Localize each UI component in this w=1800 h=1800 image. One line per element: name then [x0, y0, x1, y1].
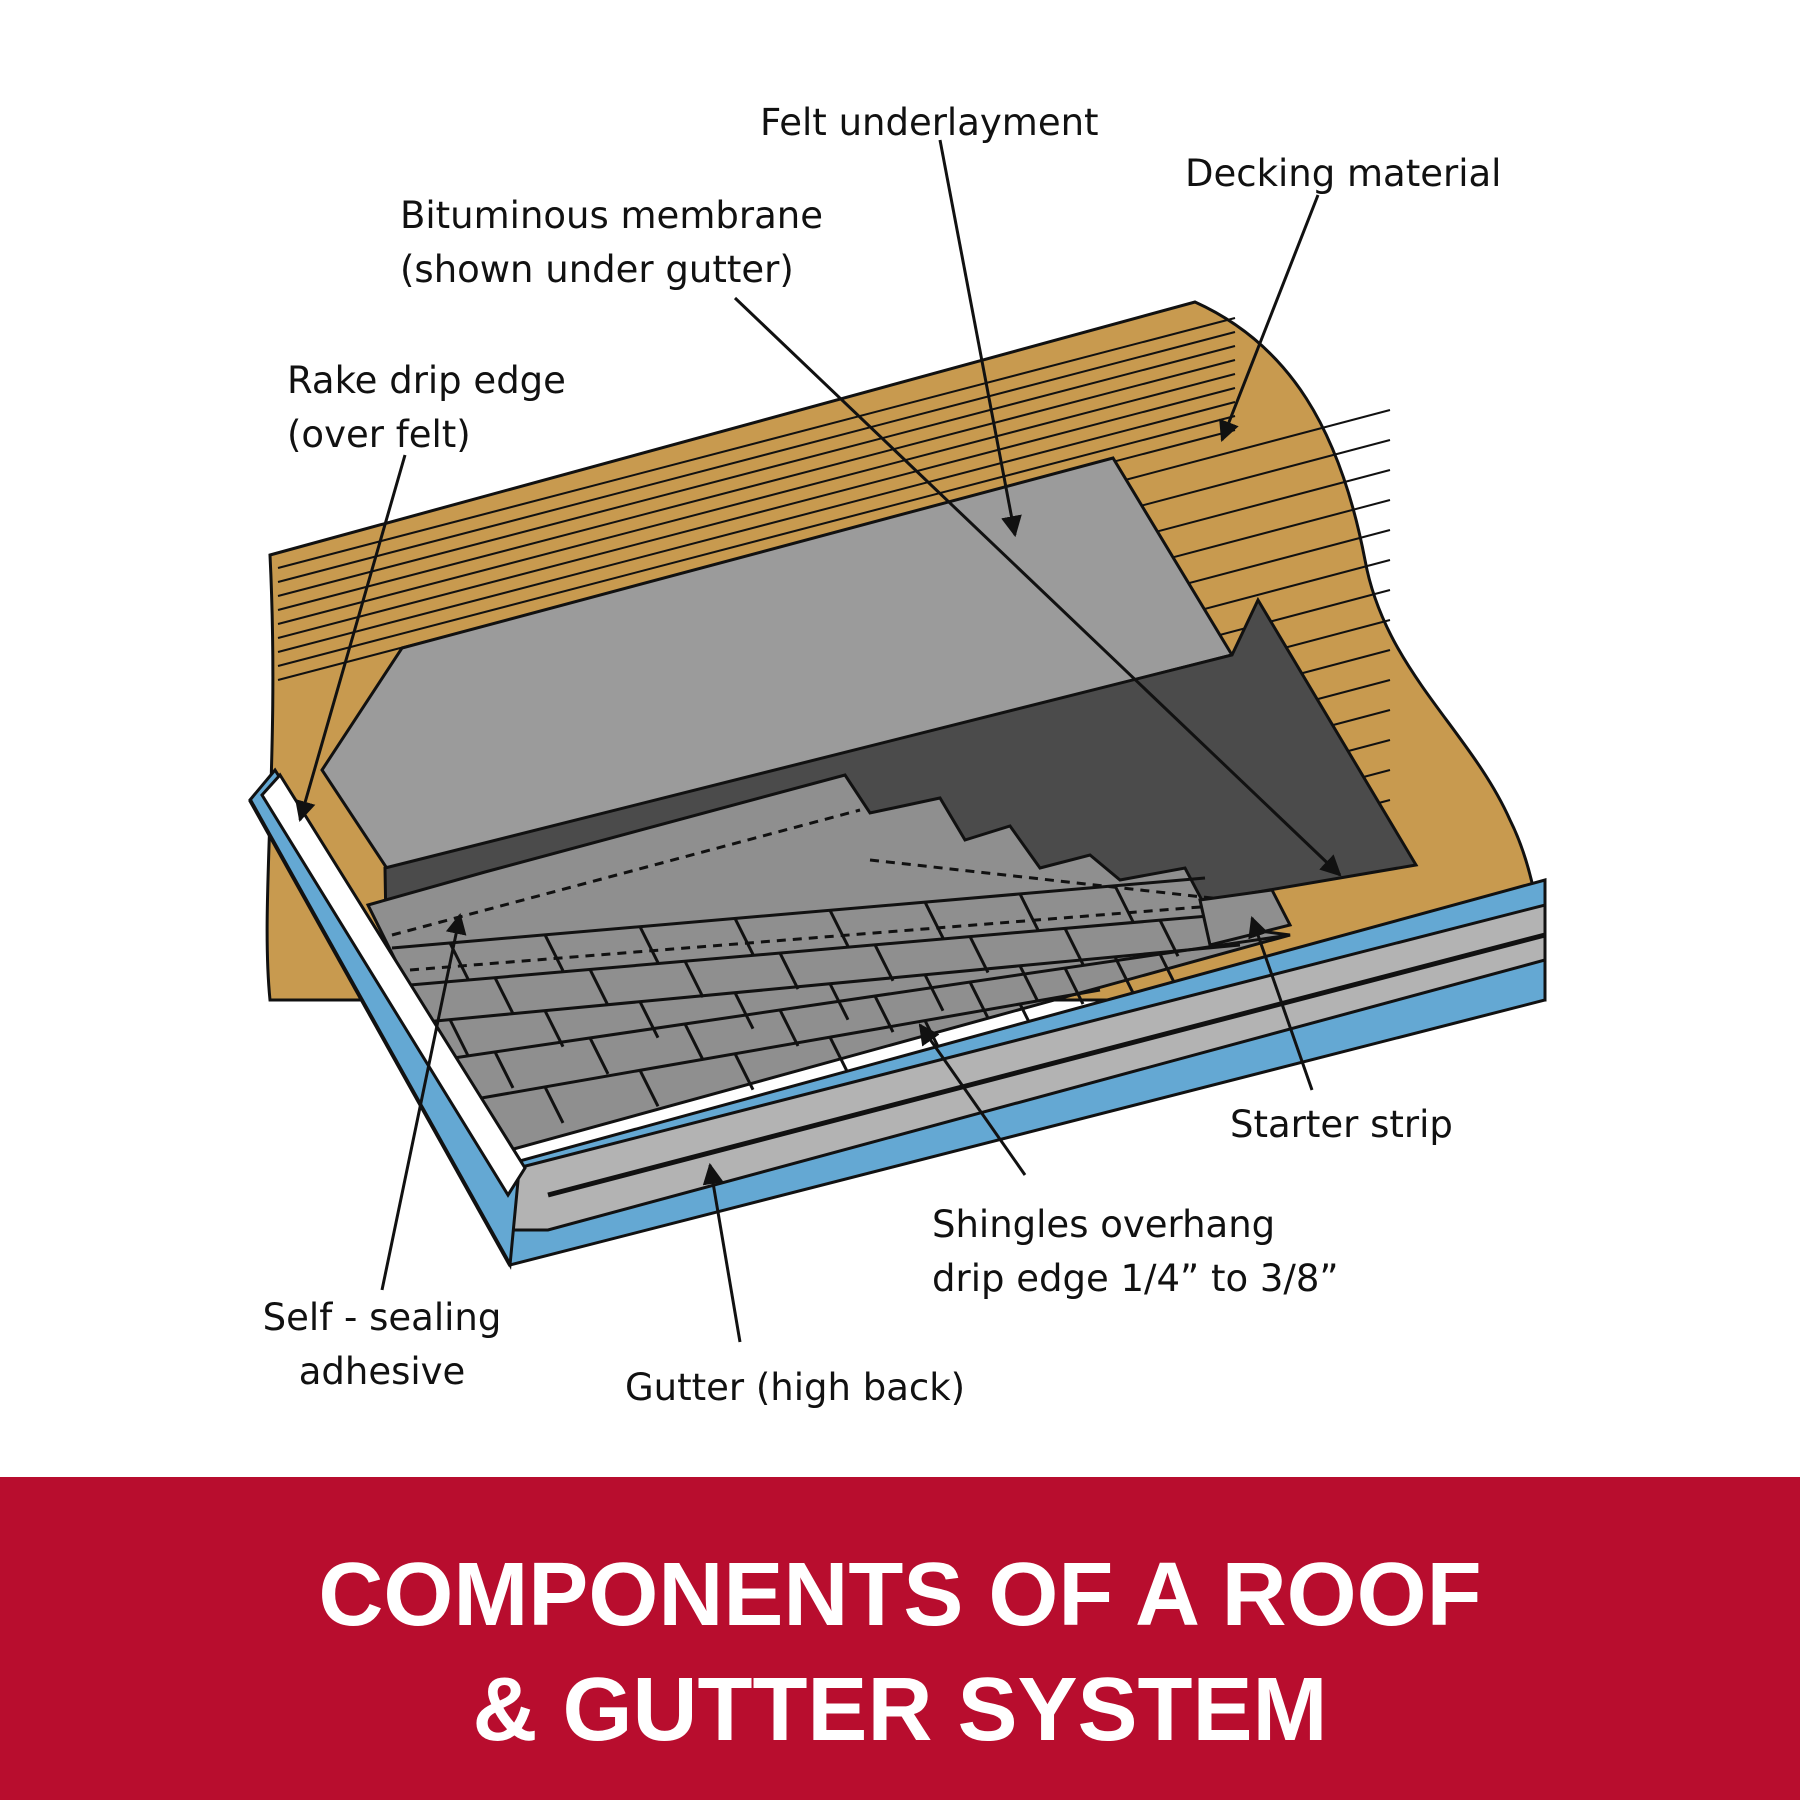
shingle-keyway — [493, 976, 515, 1015]
shingle-keyway — [543, 1009, 565, 1048]
shingle-keyway — [733, 917, 755, 956]
shingle-keyway — [638, 925, 660, 964]
decking-arrow — [1219, 194, 1320, 442]
shingle-course-line — [469, 988, 1101, 1102]
decking-board-line — [277, 401, 1236, 653]
shingle-keyway — [448, 1018, 470, 1057]
decking-board-line — [277, 345, 1236, 597]
label-rake-drip-edge: Rake drip edge — [287, 359, 566, 402]
shingle-keyway — [873, 944, 895, 982]
label-self-sealing-note: adhesive — [299, 1350, 466, 1393]
shingle-keyway — [588, 968, 610, 1007]
shingle-keyway — [638, 1069, 660, 1107]
bituminous-arrow — [733, 296, 1342, 877]
adhesive-strip — [409, 903, 1226, 972]
shingle-keyway — [683, 960, 705, 998]
shingle-keyway — [828, 909, 850, 947]
shingle-keyway — [588, 1037, 610, 1075]
decking-board-line — [277, 317, 1236, 569]
shingle-keyway — [543, 1086, 565, 1124]
label-starter-strip: Starter strip — [1230, 1103, 1453, 1146]
decking-board-line — [1124, 439, 1391, 511]
banner-title-line-1: COMPONENTS OF A ROOF — [318, 1545, 1482, 1645]
adhesive-strip — [391, 808, 861, 937]
shingle-keyway — [493, 1051, 515, 1089]
decking-board-line — [277, 387, 1236, 639]
shingle-keyway — [638, 1001, 660, 1039]
shingle-course-line — [424, 943, 1241, 1024]
shingle-course-lines — [391, 876, 1291, 1102]
shingle-keyway — [1063, 927, 1085, 966]
shingle-course-line — [391, 876, 1206, 950]
starter-strip — [1198, 888, 1293, 947]
decking-board-line — [277, 415, 1236, 667]
decking-board-line — [277, 373, 1236, 625]
shingle-keyway — [923, 974, 945, 1012]
shingle-keyway — [733, 1053, 755, 1091]
label-felt-underlayment: Felt underlayment — [760, 101, 1099, 144]
label-shingles-overhang-note: drip edge 1/4” to 3/8” — [932, 1257, 1339, 1300]
label-rake-drip-edge-note: (over felt) — [287, 413, 471, 456]
shingle-keyway — [778, 952, 800, 990]
shingle-keyway — [923, 901, 945, 939]
title-banner: COMPONENTS OF A ROOF & GUTTER SYSTEM — [0, 1477, 1800, 1800]
shingle-keyway — [1018, 965, 1040, 1003]
label-decking-material: Decking material — [1185, 152, 1501, 195]
shingle-course-line — [409, 913, 1221, 987]
shingle-keyway — [1018, 893, 1040, 931]
shingle-keyway — [1158, 919, 1180, 957]
shingles-arrow — [918, 1023, 1027, 1176]
shingle-keyway — [828, 983, 850, 1021]
gutter-arrow — [702, 1162, 742, 1343]
rake-drip-edge — [260, 772, 527, 1198]
shingle-keyway — [778, 1009, 800, 1047]
shingle-keyway — [733, 992, 755, 1030]
shingle-keyway — [873, 995, 895, 1033]
label-gutter-high-back: Gutter (high back) — [625, 1366, 965, 1409]
shingle-keyway — [1113, 956, 1135, 994]
adhesive-arrow — [380, 912, 467, 1291]
shingle-keyway — [543, 934, 565, 972]
rake-arrow — [295, 454, 407, 823]
decking-board-line — [277, 331, 1236, 583]
label-self-sealing: Self - sealing — [263, 1296, 502, 1339]
starter-arrow — [1248, 916, 1314, 1091]
decking-board-line — [1124, 469, 1391, 541]
label-bituminous-membrane-note: (shown under gutter) — [400, 248, 794, 291]
banner-title-line-2: & GUTTER SYSTEM — [472, 1660, 1328, 1760]
rake-edge-line — [248, 799, 512, 1266]
shingle-keyway — [683, 1023, 705, 1061]
shingle-keyway — [828, 1036, 850, 1074]
shingle-course-line — [439, 933, 1291, 1062]
label-shingles-overhang: Shingles overhang — [932, 1203, 1275, 1246]
felt-arrow — [938, 139, 1022, 538]
label-bituminous-membrane: Bituminous membrane — [400, 194, 823, 237]
shingle-keyway — [968, 981, 990, 1019]
shingle-keyway — [1063, 967, 1085, 1005]
shingle-keyway — [968, 935, 990, 974]
decking-board-line — [1124, 409, 1391, 481]
decking-board-line — [277, 359, 1236, 611]
gutter-ridge-line — [547, 932, 1546, 1198]
shingle-keyway — [1113, 885, 1135, 923]
